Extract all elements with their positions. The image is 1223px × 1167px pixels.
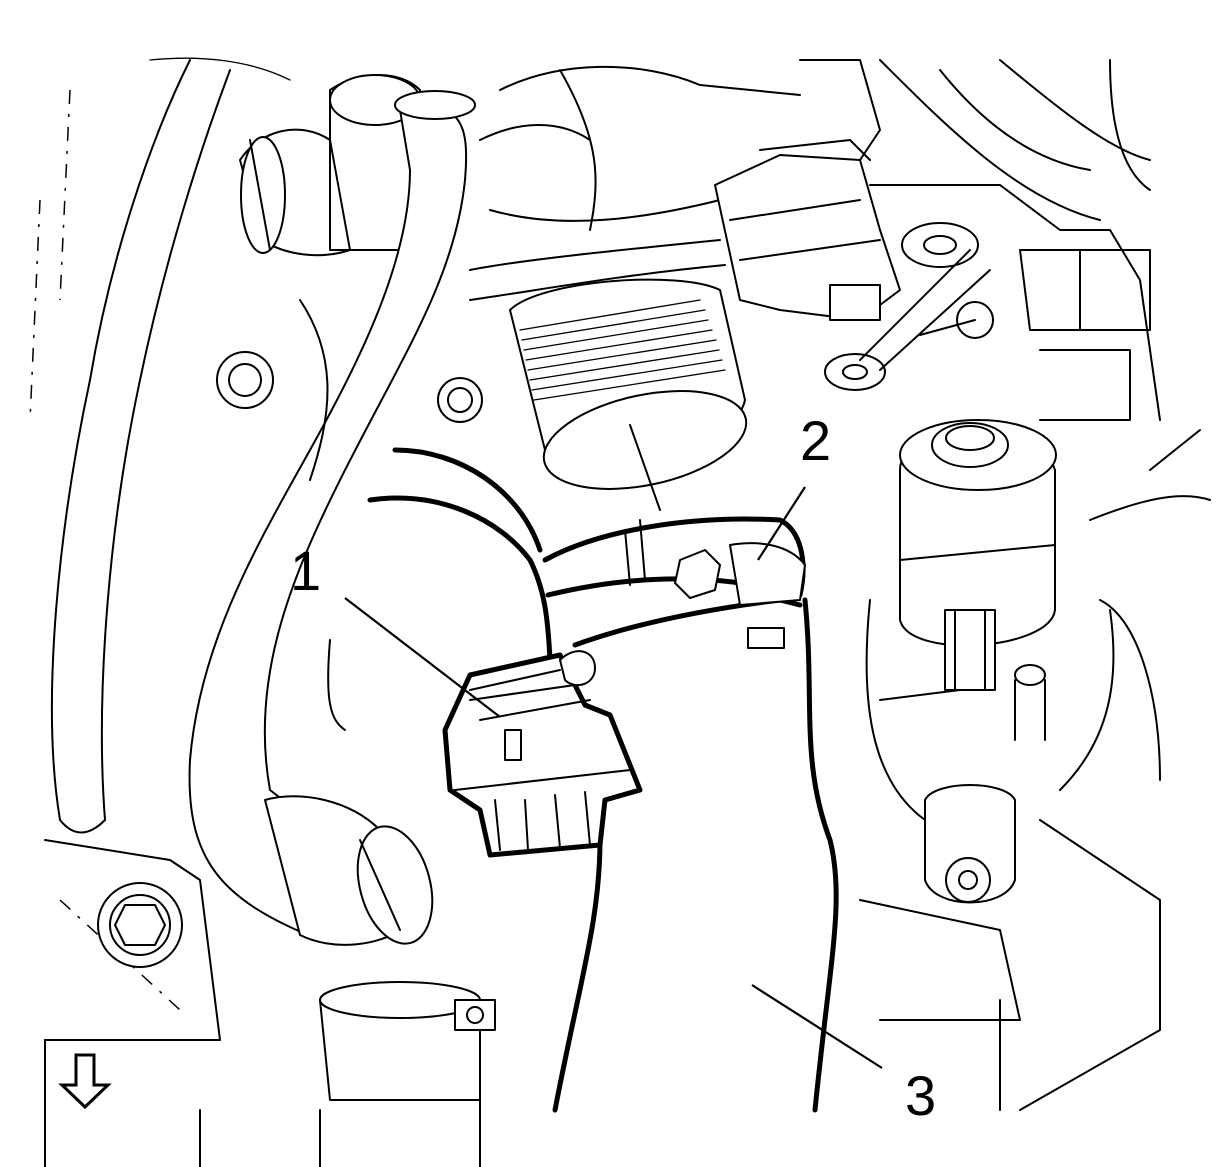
sensor-bracket-assembly xyxy=(865,419,1115,904)
background-engine-linework xyxy=(29,57,1211,1167)
leader-line-1 xyxy=(344,597,501,718)
wiring-harness xyxy=(367,447,839,1113)
callout-1: 1 xyxy=(290,539,321,602)
leader-line-2 xyxy=(757,486,806,561)
harness-connector-1 xyxy=(442,650,643,858)
callout-leaders xyxy=(344,486,883,1069)
oil-filter xyxy=(509,278,748,511)
leader-line-3 xyxy=(751,984,883,1069)
coolant-hose xyxy=(188,90,476,946)
callout-2: 2 xyxy=(800,409,831,472)
arrow-down-icon xyxy=(58,1053,112,1110)
upper-harness-connector xyxy=(469,59,901,321)
callout-3: 3 xyxy=(905,1064,936,1127)
